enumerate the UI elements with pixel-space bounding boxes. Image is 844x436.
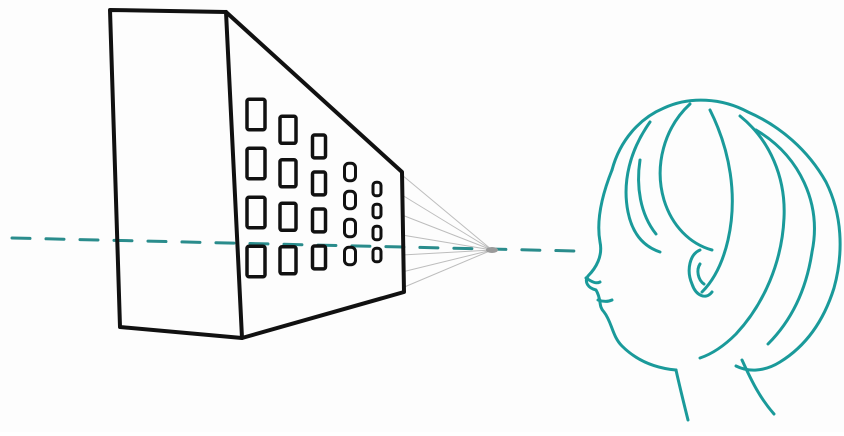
building-window: [313, 135, 326, 158]
building-window: [345, 219, 356, 236]
vanishing-point-icon: [486, 247, 498, 253]
building-window: [373, 182, 381, 196]
building-window: [247, 99, 265, 129]
building-window: [313, 209, 326, 232]
hair-outline: [612, 100, 840, 370]
building-window: [373, 226, 381, 240]
hair-strand-4: [756, 130, 814, 344]
building-window: [345, 191, 356, 208]
hair-strand-6: [639, 160, 656, 234]
building-window: [280, 247, 296, 274]
ear-inner: [698, 264, 704, 284]
mouth-mark: [598, 300, 612, 302]
building-window: [313, 172, 326, 195]
building-window: [280, 160, 296, 187]
building-window: [280, 116, 296, 143]
nose-mark: [586, 278, 600, 283]
building-window: [373, 248, 381, 262]
building-windows: [247, 99, 381, 276]
building-window: [247, 148, 265, 178]
building-front-face: [110, 10, 242, 338]
ear: [689, 250, 712, 296]
hair-strand-3: [700, 116, 784, 358]
viewer-head-icon: [586, 100, 840, 420]
building-window: [345, 163, 356, 180]
hair-strand-5: [702, 110, 732, 292]
building-window: [313, 246, 326, 269]
building-window: [247, 197, 265, 227]
building-side-face: [226, 12, 404, 338]
building-window: [280, 203, 296, 230]
building-window: [373, 204, 381, 218]
neck-front: [676, 370, 688, 420]
perspective-rays: [402, 175, 492, 288]
building-window: [345, 247, 356, 264]
building-window: [247, 246, 265, 276]
building-icon: [110, 10, 404, 338]
hair-strand-2: [660, 104, 712, 250]
